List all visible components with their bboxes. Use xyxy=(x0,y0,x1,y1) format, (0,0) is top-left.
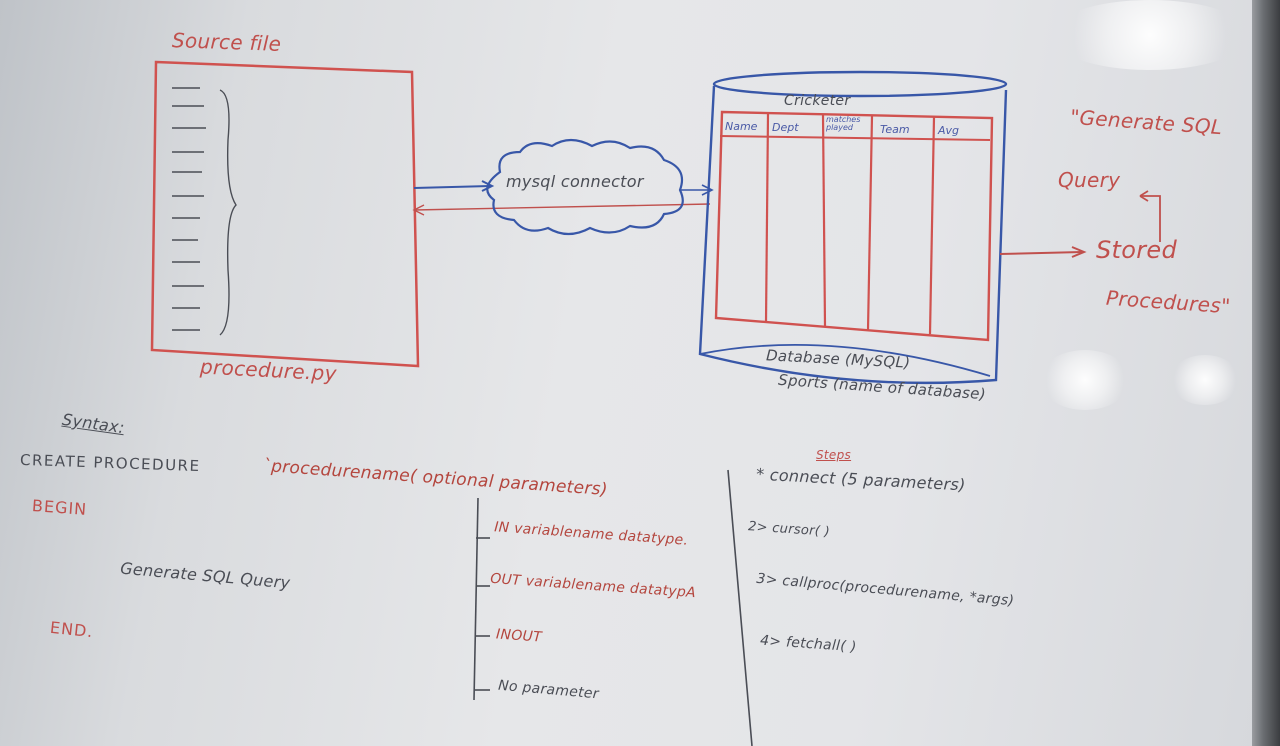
light-glare xyxy=(1040,350,1130,410)
database-body xyxy=(698,85,1008,385)
column-avg: Avg xyxy=(938,124,960,137)
light-glare xyxy=(1170,355,1240,405)
table-outline xyxy=(714,110,994,342)
divider-line xyxy=(727,469,753,746)
code-brace xyxy=(219,89,237,336)
column-dept: Dept xyxy=(772,121,799,134)
param-tree xyxy=(473,497,479,701)
light-glare xyxy=(1050,0,1250,70)
source-file-box xyxy=(150,60,420,368)
note-line-2: Query xyxy=(1058,168,1121,192)
database-top xyxy=(712,70,1008,98)
table-title: Cricketer xyxy=(784,93,851,109)
cloud-shape xyxy=(486,138,684,236)
connector-label: mysql connector xyxy=(506,172,644,191)
note-line-3: Stored xyxy=(1096,236,1177,264)
param-inout: INOUT xyxy=(495,626,543,646)
code-lines xyxy=(172,87,206,331)
begin-keyword: BEGIN xyxy=(31,496,88,519)
column-matches: matches played xyxy=(826,115,861,132)
column-team: Team xyxy=(880,123,910,136)
steps-heading: Steps xyxy=(816,448,852,462)
column-name: Name xyxy=(725,120,758,133)
source-file-title: Source file xyxy=(171,28,282,56)
whiteboard-frame xyxy=(1252,0,1280,746)
